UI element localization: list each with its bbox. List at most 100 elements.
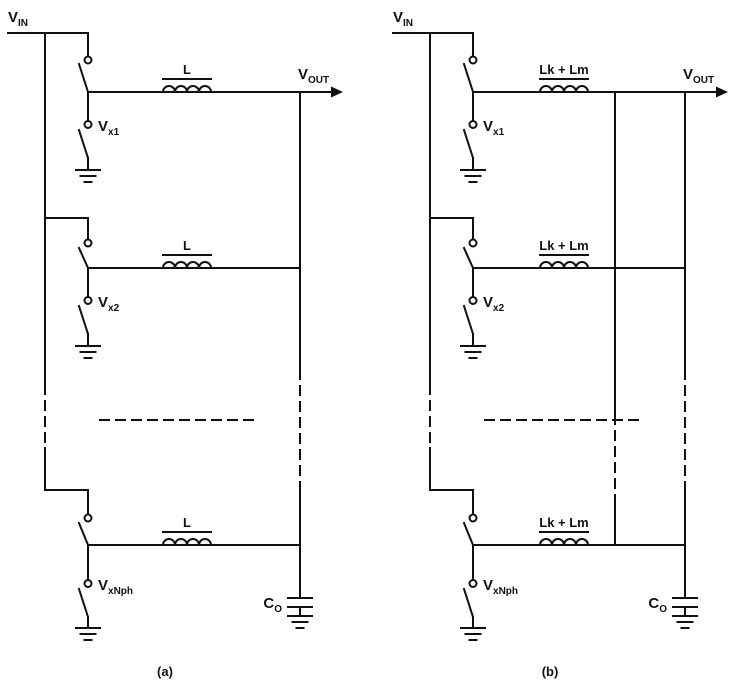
switch-node-label: Vx1 bbox=[483, 118, 505, 138]
panel-a: VIN L Vx1 L Vx2 bbox=[7, 9, 343, 679]
phase-wire bbox=[87, 544, 301, 629]
high-side-switch-blade bbox=[462, 521, 475, 547]
inductor-coil bbox=[538, 85, 590, 94]
phase-2: L Vx2 bbox=[75, 238, 301, 359]
inductor-label: L bbox=[183, 515, 191, 530]
high-side-switch-blade bbox=[462, 62, 475, 94]
inductor-coil bbox=[161, 538, 213, 547]
ground-symbol bbox=[75, 345, 101, 359]
vout-arrowhead bbox=[716, 86, 728, 98]
high-side-switch-terminal bbox=[83, 513, 93, 523]
high-side-switch-blade bbox=[77, 62, 90, 94]
high-side-switch-terminal bbox=[83, 238, 93, 248]
high-side-switch-terminal bbox=[468, 513, 478, 523]
low-side-switch-terminal bbox=[468, 120, 478, 129]
low-side-switch-blade bbox=[462, 304, 475, 336]
high-side-switch-terminal bbox=[468, 238, 478, 248]
capacitor-plates bbox=[672, 597, 698, 617]
switch-node-label-sub: xNph bbox=[493, 586, 518, 597]
low-side-switch-terminal bbox=[83, 120, 93, 129]
phase-n: Lk + Lm VxNph bbox=[460, 513, 686, 641]
inductor-coil bbox=[161, 261, 213, 270]
vin-label: VIN bbox=[8, 9, 28, 29]
inductor-coil bbox=[161, 85, 213, 94]
vout-label: VOUT bbox=[683, 66, 714, 86]
low-side-switch-blade bbox=[462, 587, 475, 619]
switch-node-label-main: V bbox=[483, 577, 493, 594]
switch-node-label: Vx2 bbox=[483, 294, 505, 314]
switch-node-label-sub: x1 bbox=[108, 127, 120, 138]
switch-node-label-main: V bbox=[483, 294, 493, 311]
output-network: VOUT CO bbox=[648, 66, 728, 629]
switch-node-label-main: V bbox=[98, 118, 108, 135]
capacitor-label: CO bbox=[263, 595, 282, 615]
panel-caption: (b) bbox=[542, 664, 559, 679]
vin-feed-wire bbox=[7, 32, 89, 516]
vout-label: VOUT bbox=[298, 66, 329, 86]
switch-node-label-main: V bbox=[483, 118, 493, 135]
low-side-switch-blade bbox=[77, 587, 90, 619]
switch-node-label-main: V bbox=[98, 294, 108, 311]
vin-label-main: V bbox=[393, 9, 403, 26]
capacitor-label-main: C bbox=[648, 595, 659, 612]
vin-label-sub: IN bbox=[18, 18, 28, 29]
phase-1: L Vx1 bbox=[75, 55, 301, 183]
high-side-switch-blade bbox=[77, 246, 90, 270]
phase-wire bbox=[87, 267, 301, 347]
phase-1: Lk + Lm Vx1 bbox=[460, 55, 686, 183]
panel-caption: (a) bbox=[157, 664, 173, 679]
vout-label-sub: OUT bbox=[693, 75, 714, 86]
phase-wire bbox=[87, 91, 301, 171]
vin-label-main: V bbox=[8, 9, 18, 26]
switch-node-label-sub: x2 bbox=[493, 303, 505, 314]
switch-node-label-sub: xNph bbox=[108, 586, 133, 597]
panel-b: VIN Lk + Lm Vx1 Lk + Lm bbox=[392, 9, 728, 679]
capacitor-plates bbox=[287, 597, 313, 617]
low-side-switch-terminal bbox=[468, 296, 478, 305]
low-side-switch-terminal bbox=[83, 296, 93, 305]
ground-symbol bbox=[75, 169, 101, 183]
vout-label-main: V bbox=[683, 66, 693, 83]
phase-wire bbox=[472, 267, 686, 347]
low-side-switch-terminal bbox=[468, 579, 478, 588]
inductor-label: Lk + Lm bbox=[539, 238, 589, 253]
high-side-switch-terminal bbox=[468, 55, 478, 65]
low-side-switch-blade bbox=[462, 128, 475, 160]
switch-node-label-main: V bbox=[98, 577, 108, 594]
capacitor-label: CO bbox=[648, 595, 667, 615]
inductor-label: L bbox=[183, 62, 191, 77]
high-side-switch-blade bbox=[77, 521, 90, 547]
capacitor-label-main: C bbox=[263, 595, 274, 612]
low-side-switch-terminal bbox=[83, 579, 93, 588]
switch-node-label: VxNph bbox=[483, 577, 518, 597]
output-network: VOUT CO bbox=[263, 66, 343, 629]
capacitor-label-sub: O bbox=[274, 604, 282, 615]
vout-label-main: V bbox=[298, 66, 308, 83]
phase-2: Lk + Lm Vx2 bbox=[460, 238, 686, 359]
capacitor-ground-symbol bbox=[672, 615, 698, 629]
switch-node-label: Vx1 bbox=[98, 118, 120, 138]
vin-feed-wire bbox=[392, 32, 474, 516]
vin-label: VIN bbox=[393, 9, 413, 29]
vin-label-sub: IN bbox=[403, 18, 413, 29]
inductor-coil bbox=[538, 538, 590, 547]
ground-symbol bbox=[460, 345, 486, 359]
switch-node-label: Vx2 bbox=[98, 294, 120, 314]
vout-label-sub: OUT bbox=[308, 75, 329, 86]
capacitor-label-sub: O bbox=[659, 604, 667, 615]
switch-node-label: VxNph bbox=[98, 577, 133, 597]
ground-symbol bbox=[460, 627, 486, 641]
ground-symbol bbox=[460, 169, 486, 183]
inductor-label: Lk + Lm bbox=[539, 62, 589, 77]
low-side-switch-blade bbox=[77, 304, 90, 336]
inductor-coil bbox=[538, 261, 590, 270]
switch-node-label-sub: x2 bbox=[108, 303, 120, 314]
phase-wire bbox=[472, 544, 686, 629]
phase-wire bbox=[472, 91, 686, 171]
high-side-switch-terminal bbox=[83, 55, 93, 65]
inductor-label: Lk + Lm bbox=[539, 515, 589, 530]
vout-arrowhead bbox=[331, 86, 343, 98]
low-side-switch-blade bbox=[77, 128, 90, 160]
